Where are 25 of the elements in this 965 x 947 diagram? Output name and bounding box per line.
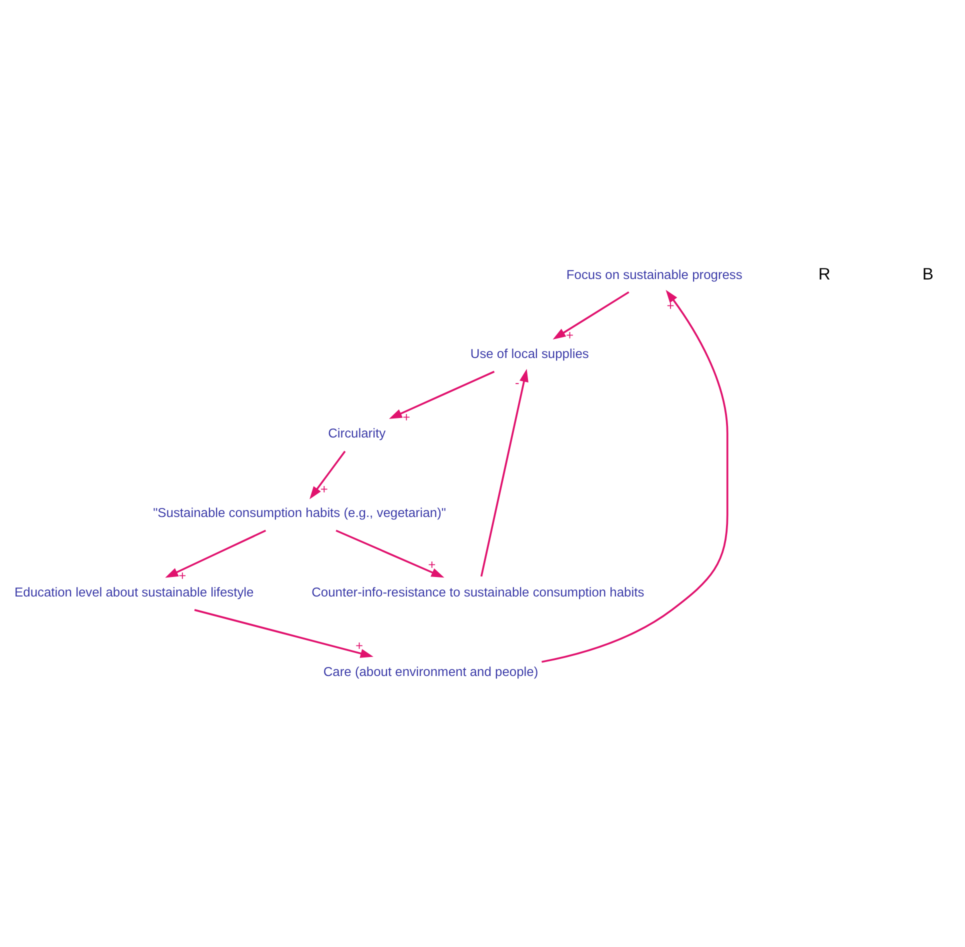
arrow [552, 290, 630, 339]
arrow [194, 608, 374, 658]
edge-label: + [320, 480, 328, 496]
node-text: Care (about environment and people) [323, 664, 538, 679]
edge-label: + [402, 408, 410, 424]
node-text: Circularity [328, 425, 386, 440]
node-text: Counter-info-resistance to sustainable consumption habits [312, 584, 644, 600]
arrow [389, 370, 495, 418]
edge-label: - [515, 374, 520, 390]
label: B [922, 264, 934, 283]
edge-label: + [428, 556, 436, 572]
node-text: Use of local supplies [470, 346, 589, 361]
edge-label: + [666, 297, 674, 312]
edge-label: + [566, 327, 574, 342]
edge-label: + [178, 567, 186, 582]
edge-label: + [356, 638, 364, 653]
arrow [480, 368, 528, 576]
arrow [542, 289, 728, 662]
node-text: "Sustainable consumption habits (e.g., vegetarian)" [153, 504, 446, 520]
arrow [336, 529, 444, 578]
label: R [818, 264, 830, 283]
node-text: Education level about sustainable lifestyle [14, 584, 254, 600]
arrow [165, 529, 266, 578]
node-text: Focus on sustainable progress [566, 266, 742, 282]
arrow [310, 450, 346, 499]
